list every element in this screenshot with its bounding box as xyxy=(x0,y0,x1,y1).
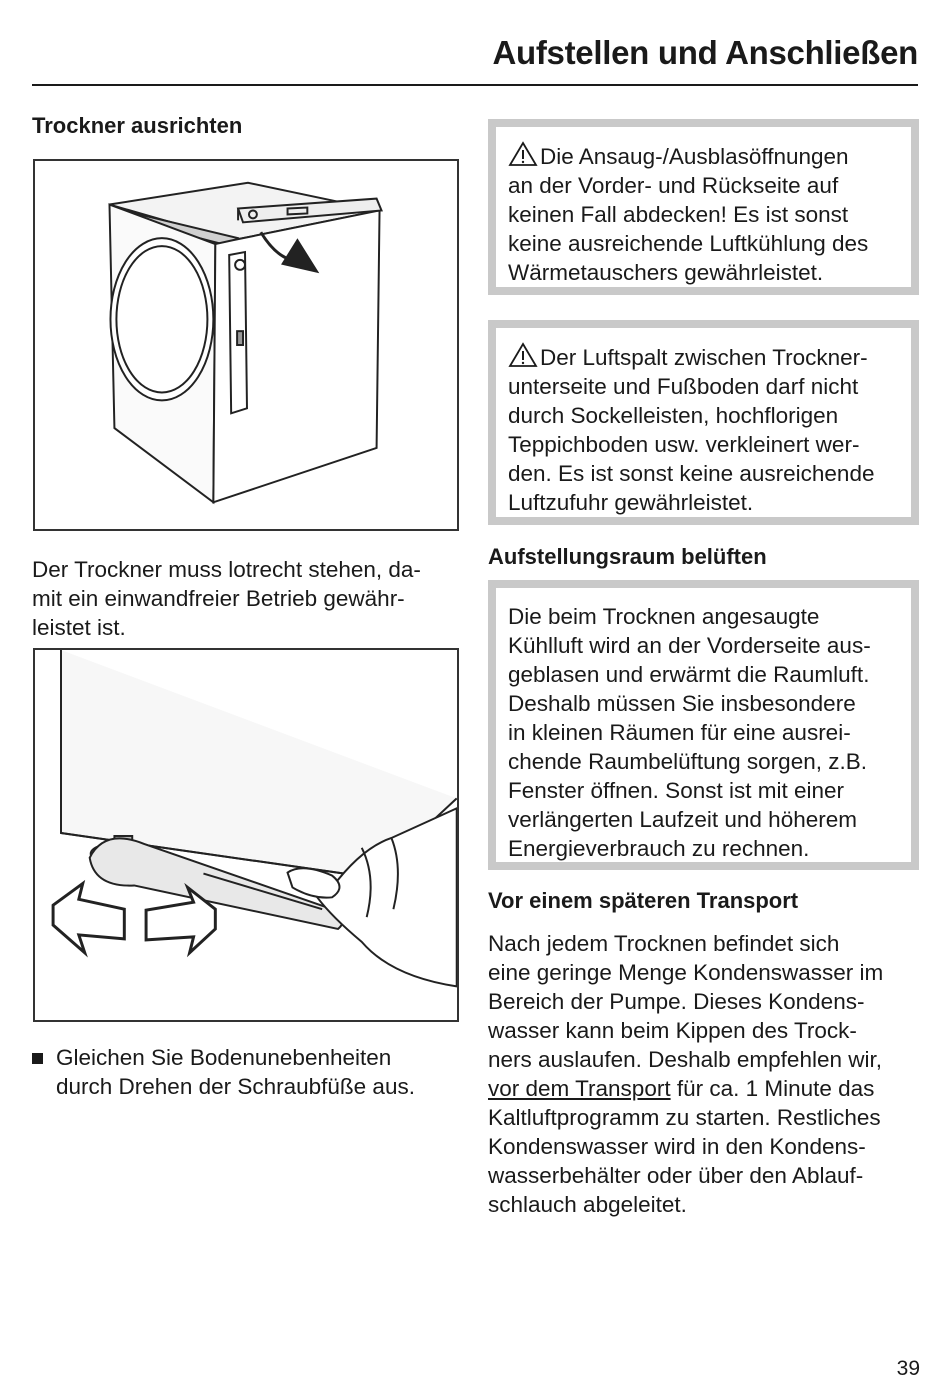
bullet-text: Gleichen Sie Bodenunebenheiten durch Dre… xyxy=(56,1043,456,1101)
text-line: Kondenswasser wird in den Kondens- xyxy=(488,1134,866,1159)
transport-emphasis: vor dem Transport xyxy=(488,1076,671,1101)
text-line: Wärmetauschers gewährleistet. xyxy=(508,260,824,285)
wrench-foot-illustration xyxy=(33,648,459,1022)
warning-text: Die Ansaug-/Ausblasöffnungen xyxy=(540,144,849,169)
text-line: Deshalb müssen Sie insbesondere xyxy=(508,691,856,716)
text-line: Der Luftspalt zwischen Trockner- xyxy=(508,342,899,372)
warning-box-vents: Die Ansaug-/Ausblasöffnungen an der Vord… xyxy=(488,119,919,295)
alignment-paragraph: Der Trockner muss lotrecht stehen, da- m… xyxy=(32,555,462,642)
text-span: für ca. 1 Minute das xyxy=(670,1076,875,1101)
text-line: an der Vorder- und Rückseite auf xyxy=(508,173,839,198)
text-line: Bereich der Pumpe. Dieses Kondens- xyxy=(488,989,865,1014)
text-line: unterseite und Fußboden darf nicht xyxy=(508,374,859,399)
text-line: Luftzufuhr gewährleistet. xyxy=(508,490,754,515)
text-line: schlauch abgeleitet. xyxy=(488,1192,687,1217)
text-line: wasserbehälter oder über den Ablauf- xyxy=(488,1163,864,1188)
text-line: Teppichboden usw. verkleinert wer- xyxy=(508,432,860,457)
section-heading-transport: Vor einem späteren Transport xyxy=(488,888,799,913)
text-line: Fenster öffnen. Sonst ist mit einer xyxy=(508,778,844,803)
text-line: mit ein einwandfreier Betrieb gewähr- xyxy=(32,586,405,611)
page-number: 39 xyxy=(896,1357,920,1380)
text-line: eine geringe Menge Kondenswasser im xyxy=(488,960,884,985)
dryer-spirit-level-illustration xyxy=(33,159,459,531)
bullet-square-icon xyxy=(32,1053,43,1064)
page-title: Aufstellen und Anschließen xyxy=(492,34,918,71)
text-line: leistet ist. xyxy=(32,615,126,640)
text-line: durch Drehen der Schraubfüße aus. xyxy=(56,1074,415,1099)
text-line: den. Es ist sonst keine ausreichende xyxy=(508,461,875,486)
text-line: Der Trockner muss lotrecht stehen, da- xyxy=(32,557,421,582)
transport-paragraph: Nach jedem Trocknen befindet sich eine g… xyxy=(488,929,928,1219)
text-line: geblasen und erwärmt die Raumluft. xyxy=(508,662,870,687)
text-line: Energieverbrauch zu rechnen. xyxy=(508,836,810,861)
header-divider xyxy=(32,84,918,86)
text-line: ners auslaufen. Deshalb empfehlen wir, xyxy=(488,1047,882,1072)
section-heading-align: Trockner ausrichten xyxy=(32,113,243,138)
text-line: durch Sockelleisten, hochflorigen xyxy=(508,403,839,428)
warning-text: Der Luftspalt zwischen Trockner- xyxy=(540,345,868,370)
text-line: keine ausreichende Luftkühlung des xyxy=(508,231,869,256)
text-line: Die beim Trocknen angesaugte xyxy=(508,604,820,629)
text-line: Kühlluft wird an der Vorderseite aus- xyxy=(508,633,871,658)
info-box-ventilation: Die beim Trocknen angesaugte Kühlluft wi… xyxy=(488,580,919,870)
dryer-level-drawing xyxy=(108,181,383,505)
warning-box-airgap: Der Luftspalt zwischen Trockner- unterse… xyxy=(488,320,919,525)
text-line: Gleichen Sie Bodenunebenheiten xyxy=(56,1045,392,1070)
text-line: keinen Fall abdecken! Es ist sonst xyxy=(508,202,849,227)
text-line: in kleinen Räumen für eine ausrei- xyxy=(508,720,851,745)
warning-triangle-icon xyxy=(508,342,538,367)
warning-triangle-icon xyxy=(508,141,538,166)
text-line: Kaltluftprogramm zu starten. Restliches xyxy=(488,1105,881,1130)
wrench-foot-drawing xyxy=(51,650,457,988)
section-heading-ventilation: Aufstellungsraum belüften xyxy=(488,544,767,569)
text-line: chende Raumbelüftung sorgen, z.B. xyxy=(508,749,867,774)
text-line: wasser kann beim Kippen des Trock- xyxy=(488,1018,857,1043)
text-line: Nach jedem Trocknen befindet sich xyxy=(488,931,840,956)
text-line: verlängerten Laufzeit und höherem xyxy=(508,807,857,832)
bullet-instruction: Gleichen Sie Bodenunebenheiten durch Dre… xyxy=(32,1043,472,1103)
text-line: vor dem Transport für ca. 1 Minute das xyxy=(488,1074,928,1103)
text-line: Die Ansaug-/Ausblasöffnungen xyxy=(508,141,899,171)
